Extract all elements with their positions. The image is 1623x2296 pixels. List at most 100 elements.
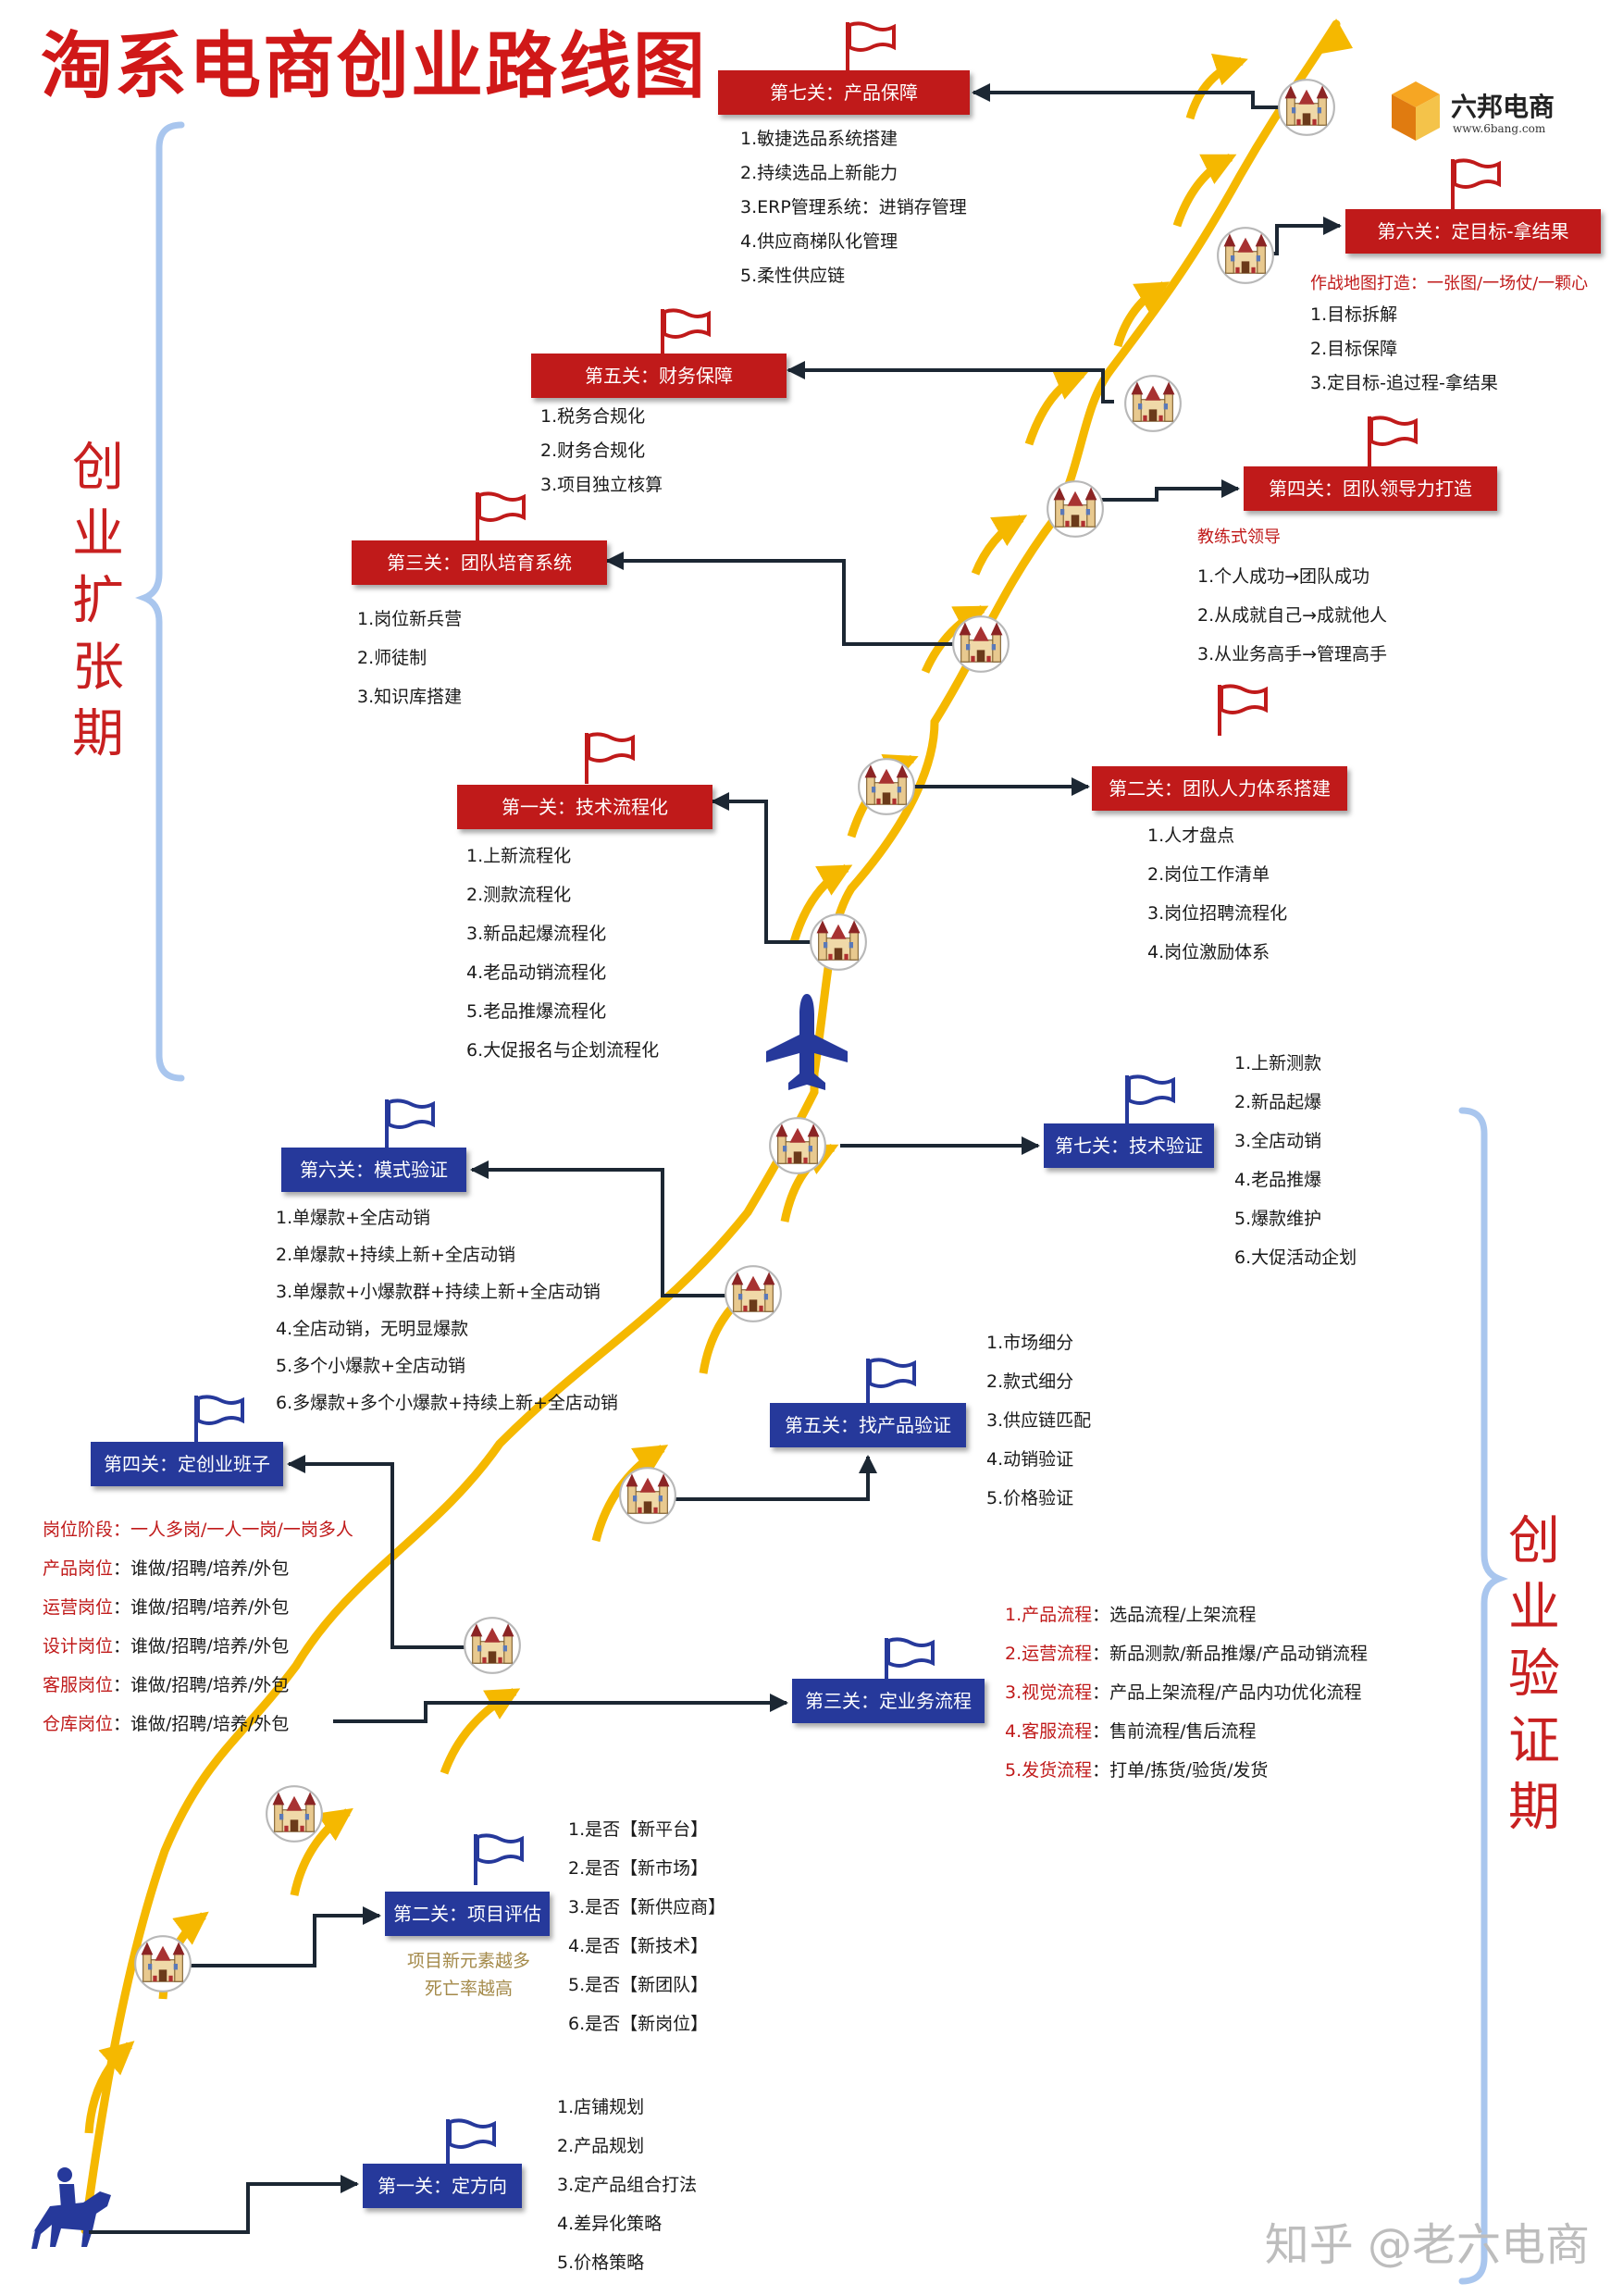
list-item: 3.定产品组合打法 [557,2175,698,2195]
flag-icon [848,22,894,73]
list-item: 4.供应商梯队化管理 [740,231,898,252]
phase-char: 期 [72,704,124,764]
flag-icon [1127,1075,1173,1126]
phase-char: 验 [1508,1644,1560,1705]
expansion-stage-6-title: 第六关：定目标-拿结果 [1345,209,1601,254]
flag-icon [477,492,524,543]
flag-icon [868,1359,914,1409]
castle-icon [266,1785,323,1843]
expansion-stage-2-title: 第二关：团队人力体系搭建 [1092,766,1347,811]
logo-name: 六邦电商 [1451,92,1555,122]
list-item: 4.老品推爆 [1234,1170,1322,1190]
list-item: 5.爆款维护 [1234,1209,1322,1229]
list-item: 4.动销验证 [986,1449,1074,1470]
list-item-value: ：谁做/招聘/培养/外包 [113,1714,290,1734]
list-item-value: ：选品流程/上架流程 [1092,1605,1257,1625]
list-item: 1.上新测款 [1234,1053,1322,1074]
flag-icon [196,1396,242,1446]
logo-url: www.6bang.com [1453,122,1546,135]
list-item: 1.敏捷选品系统搭建 [740,129,898,149]
list-item: 4.是否【新技术】 [568,1936,709,1956]
airplane-icon [766,994,848,1090]
castle-icon [858,758,915,815]
watermark: 知乎 @老六电商 [1264,2219,1590,2271]
list-item: 5.价格策略 [557,2253,645,2273]
castle-icon [725,1265,782,1322]
list-item: 5.是否【新团队】 [568,1975,709,1995]
list-item: 5.发货流程：打单/拣货/验货/发货 [1005,1751,1368,1790]
list-item-key: 设计岗位 [43,1636,114,1657]
validation-stage-1-title: 第一关：定方向 [363,2164,522,2208]
validation-stage-7-title: 第七关：技术验证 [1044,1123,1214,1168]
list-item: 1.单爆款+全店动销 [276,1208,431,1228]
list-item: 3.岗位招聘流程化 [1147,903,1288,924]
expansion-stage-3-title: 第三关：团队培育系统 [352,540,607,585]
phase-label-validation: 创业验证期 [1497,1508,1571,1842]
expansion-stage-7-title: 第七关：产品保障 [718,70,970,115]
list-item: 4.岗位激励体系 [1147,942,1270,962]
list-item: 3.从业务高手→管理高手 [1197,644,1388,664]
expansion-stage-4-subtitle: 教练式领导 [1197,527,1281,547]
list-item: 2.是否【新市场】 [568,1858,709,1879]
castle-icon [134,1935,192,1992]
list-item: 5.多个小爆款+全店动销 [276,1356,466,1376]
flag-icon [663,309,709,360]
phase-char: 期 [1508,1778,1560,1838]
list-item: 3.新品起爆流程化 [466,924,607,944]
list-item-key: 产品岗位 [43,1558,114,1579]
list-item-key: 1.产品流程 [1005,1605,1093,1625]
phase-char: 创 [72,438,124,498]
list-item: 1.是否【新平台】 [568,1819,709,1840]
expansion-stage-5-title: 第五关：财务保障 [531,354,787,398]
list-item: 1.岗位新兵营 [357,609,463,629]
flag-icon [476,1834,522,1885]
list-item: 4.老品动销流程化 [466,962,607,983]
flag-icon [1220,685,1266,736]
list-item: 1.上新流程化 [466,846,572,866]
list-item: 2.岗位工作清单 [1147,864,1270,885]
list-item: 6.是否【新岗位】 [568,2014,709,2034]
growth-path [81,19,1341,2235]
list-item: 3.是否【新供应商】 [568,1897,726,1917]
castle-icon [952,615,1010,673]
flag-icon [448,2119,494,2170]
castle-icon [769,1117,826,1174]
flag-icon [387,1099,433,1150]
phase-label-expansion: 创业扩张期 [61,435,135,768]
list-item: 3.供应链匹配 [986,1410,1092,1431]
list-item: 3.项目独立核算 [540,475,663,495]
list-item-value: ：产品上架流程/产品内功优化流程 [1092,1682,1362,1703]
list-item: 4.差异化策略 [557,2214,663,2234]
list-item: 3.全店动销 [1234,1131,1322,1151]
list-item-key: 5.发货流程 [1005,1760,1093,1781]
list-item: 2.单爆款+持续上新+全店动销 [276,1245,515,1265]
brand-logo: 六邦电商 www.6bang.com [1388,76,1582,150]
validation-stage-5-title: 第五关：找产品验证 [770,1403,966,1447]
flag-icon [1369,416,1416,467]
list-item: 客服岗位：谁做/招聘/培养/外包 [43,1666,353,1705]
list-item: 3.定目标-追过程-拿结果 [1310,373,1498,393]
list-item-key: 岗位阶段 [43,1520,114,1540]
list-item: 1.目标拆解 [1310,304,1398,325]
list-item: 项目新元素越多 [407,1951,531,1971]
phase-char: 扩 [72,571,124,631]
list-item-value: ：新品测款/新品推爆/产品动销流程 [1092,1644,1368,1664]
list-item: 运营岗位：谁做/招聘/培养/外包 [43,1588,353,1627]
list-item-value: ：售前流程/售后流程 [1092,1721,1257,1742]
list-item: 5.老品推爆流程化 [466,1001,607,1022]
list-item: 3.ERP管理系统：进销存管理 [740,197,967,217]
list-item: 5.价格验证 [986,1488,1074,1508]
list-item: 2.从成就自己→成就他人 [1197,605,1388,626]
list-item-value: ：打单/拣货/验货/发货 [1092,1760,1269,1781]
expansion-bracket [135,121,185,1082]
castle-icon [1217,227,1274,284]
list-item: 设计岗位：谁做/招聘/培养/外包 [43,1627,353,1666]
